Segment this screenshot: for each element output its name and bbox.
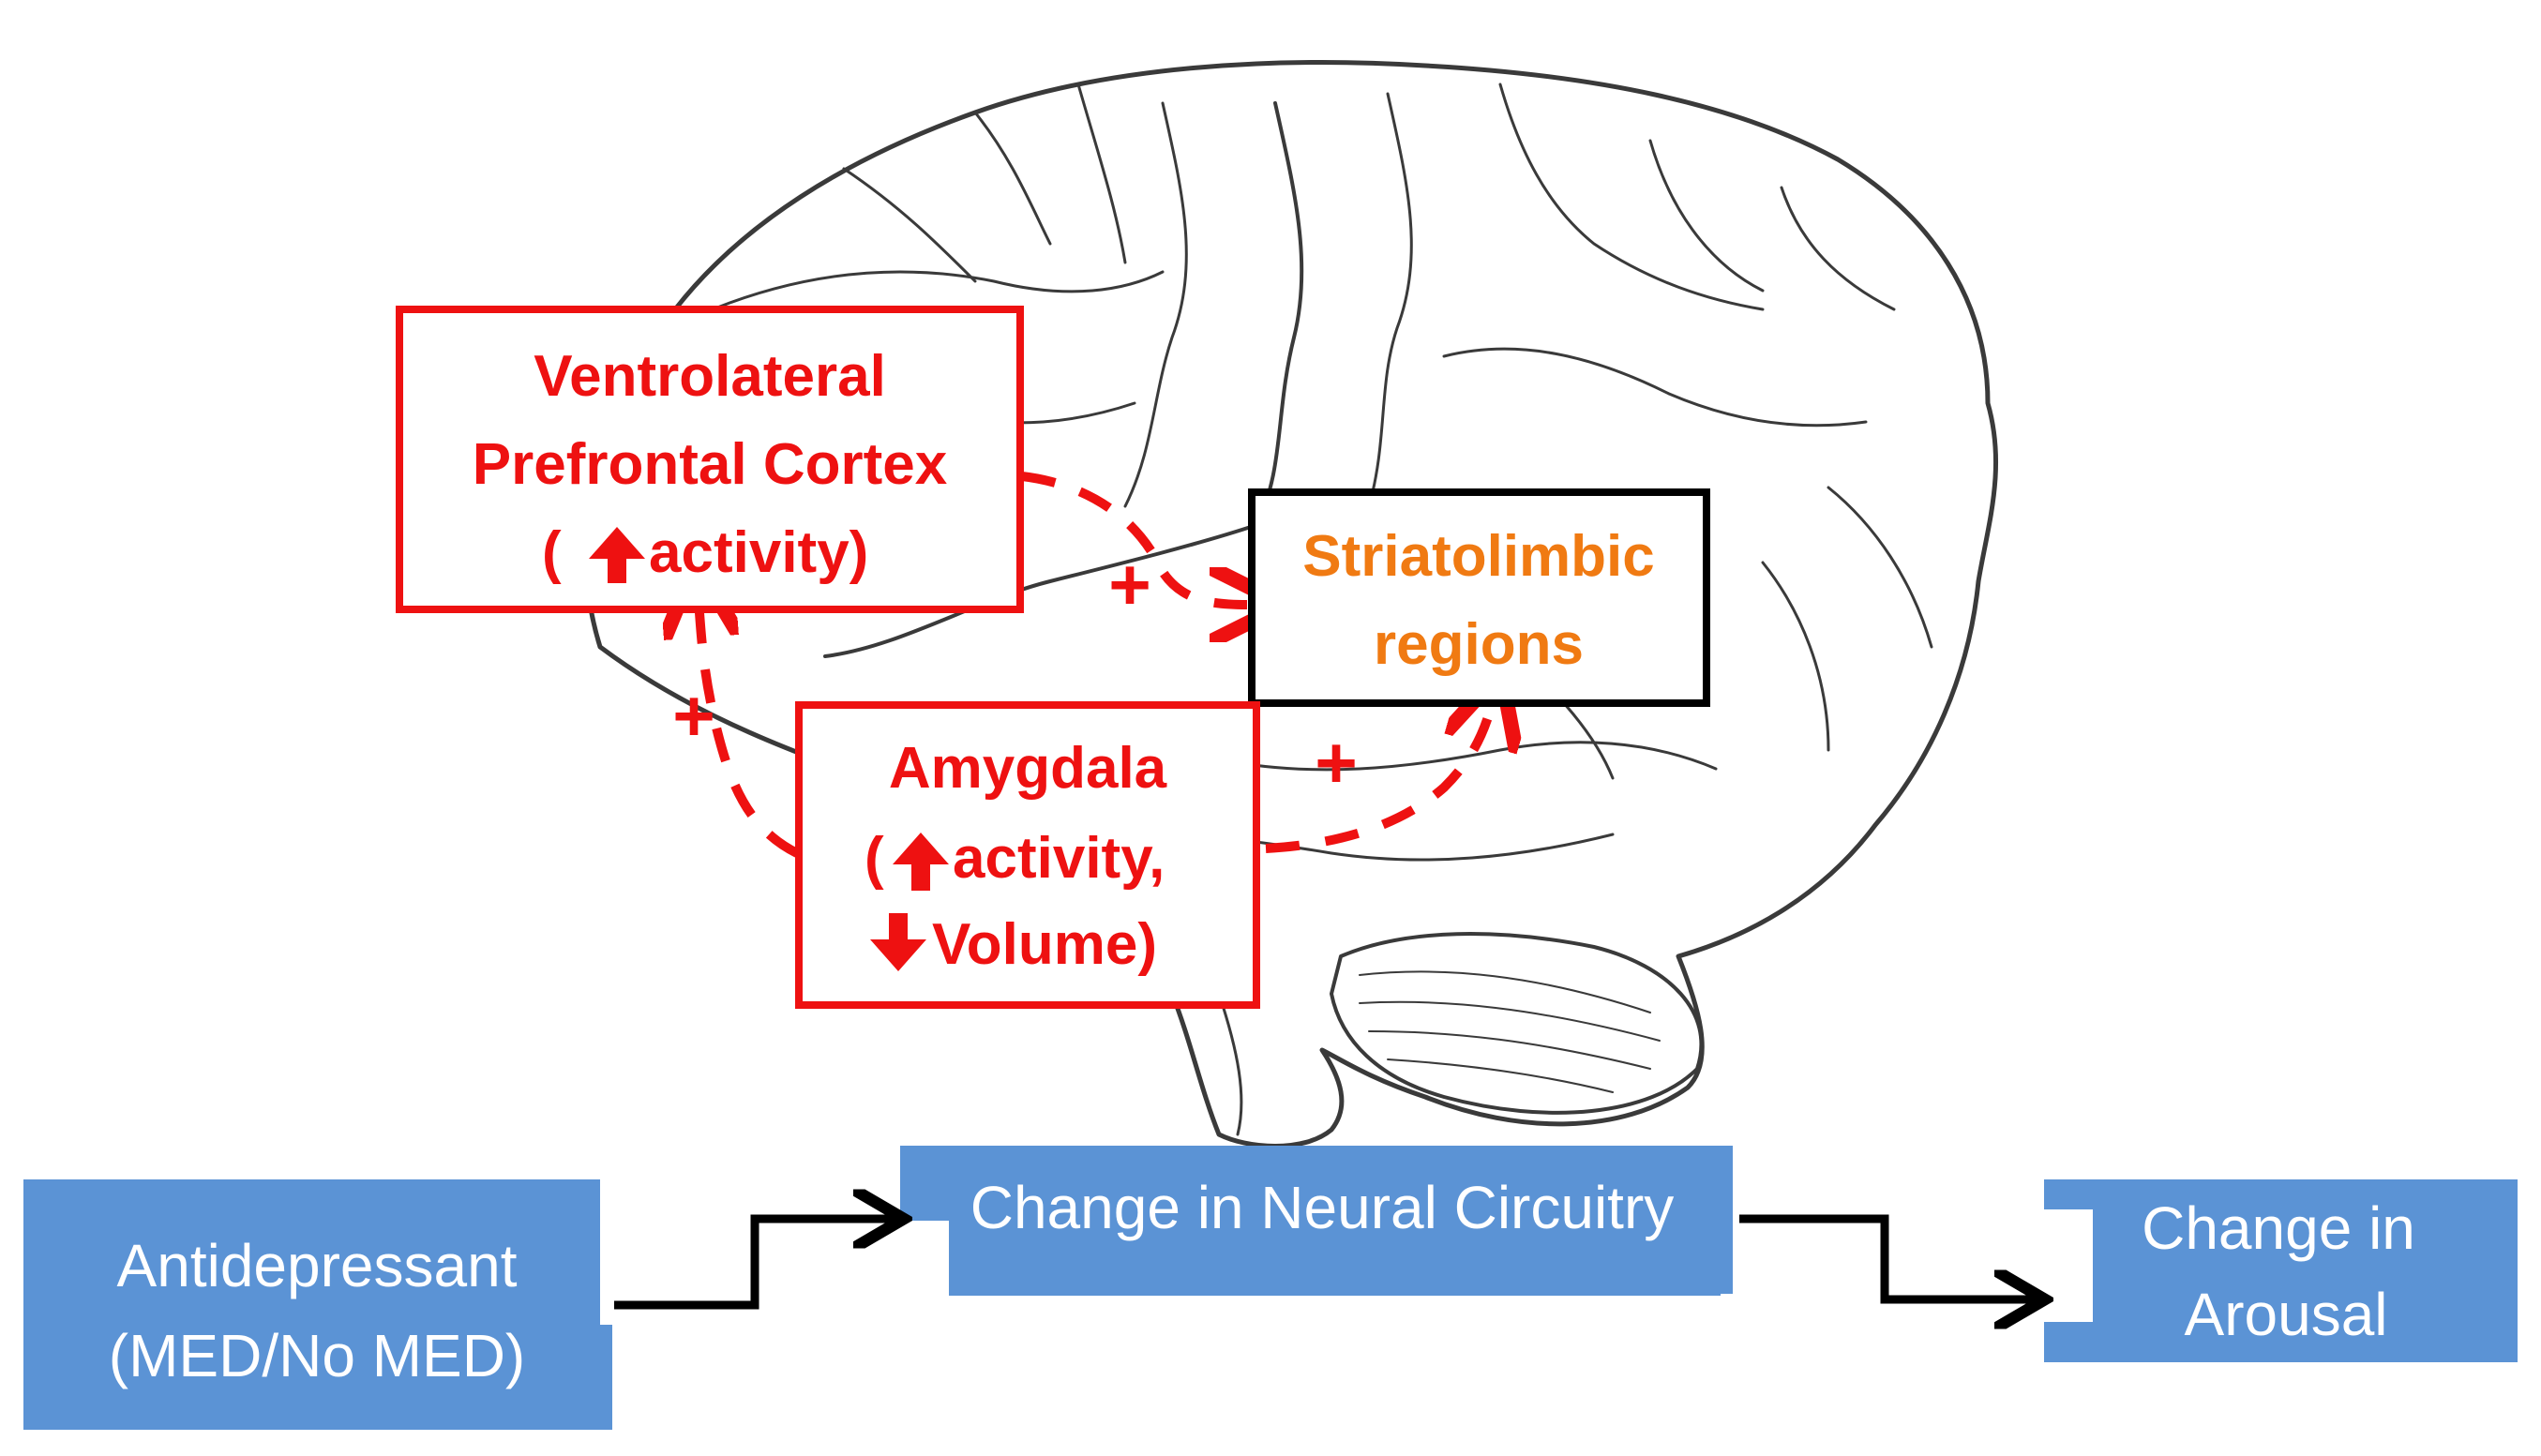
up-arrow-icon — [589, 527, 645, 583]
amygdala-label-line1: Amygdala — [889, 736, 1167, 801]
vlpfc-label-line1: Ventrolateral — [534, 344, 886, 409]
amygdala-box: Amygdala ( activity, Volume) — [795, 701, 1260, 1009]
arousal-label-line2: Arousal — [2185, 1281, 2388, 1348]
vlpfc-label-line3-prefix: ( — [542, 520, 562, 585]
antidepressant-label-line2: (MED/No MED) — [109, 1322, 525, 1389]
up-arrow-icon — [893, 833, 949, 891]
amygdala-label-line2: activity, — [953, 826, 1165, 891]
arousal-label-line1: Change in — [2142, 1194, 2415, 1262]
striatolimbic-label-line2: regions — [1374, 612, 1584, 677]
antidepressant-label-line1: Antidepressant — [117, 1232, 518, 1299]
plus-sign-amygdala-vlpfc: + — [672, 674, 715, 757]
plus-sign-amygdala-striatolimbic: + — [1315, 721, 1358, 803]
plus-sign-vlpfc-striatolimbic: + — [1108, 543, 1151, 625]
arrow-neural-to-arousal — [1739, 1214, 2037, 1299]
amygdala-label-line3: Volume) — [932, 912, 1157, 977]
vlpfc-box: Ventrolateral Prefrontal Cortex ( activi… — [396, 306, 1024, 613]
brain-illustration — [582, 60, 1999, 1148]
vlpfc-label-line2: Prefrontal Cortex — [473, 432, 948, 497]
arrow-amygdala-to-striatolimbic — [1265, 708, 1491, 853]
connections — [699, 472, 1491, 858]
flow-arrows — [614, 1219, 2037, 1305]
arousal-box: Change in Arousal — [2044, 1179, 2518, 1362]
neural-circuitry-box: Change in Neural Circuitry — [900, 1146, 1733, 1296]
vlpfc-label-line3: activity) — [649, 520, 868, 585]
striatolimbic-label-line1: Striatolimbic — [1302, 524, 1655, 589]
arrow-antidepressant-to-neural — [614, 1219, 895, 1310]
antidepressant-box: Antidepressant (MED/No MED) — [23, 1179, 612, 1430]
amygdala-label-line2-prefix: ( — [865, 826, 884, 891]
arrow-amygdala-to-vlpfc — [699, 600, 800, 858]
cerebellum-outline — [1330, 932, 1704, 1115]
neural-circuitry-label: Change in Neural Circuitry — [970, 1174, 1675, 1241]
brain-outline — [582, 60, 1999, 1148]
striatolimbic-box: Striatolimbic regions — [1248, 488, 1710, 707]
down-arrow-icon — [870, 913, 926, 971]
